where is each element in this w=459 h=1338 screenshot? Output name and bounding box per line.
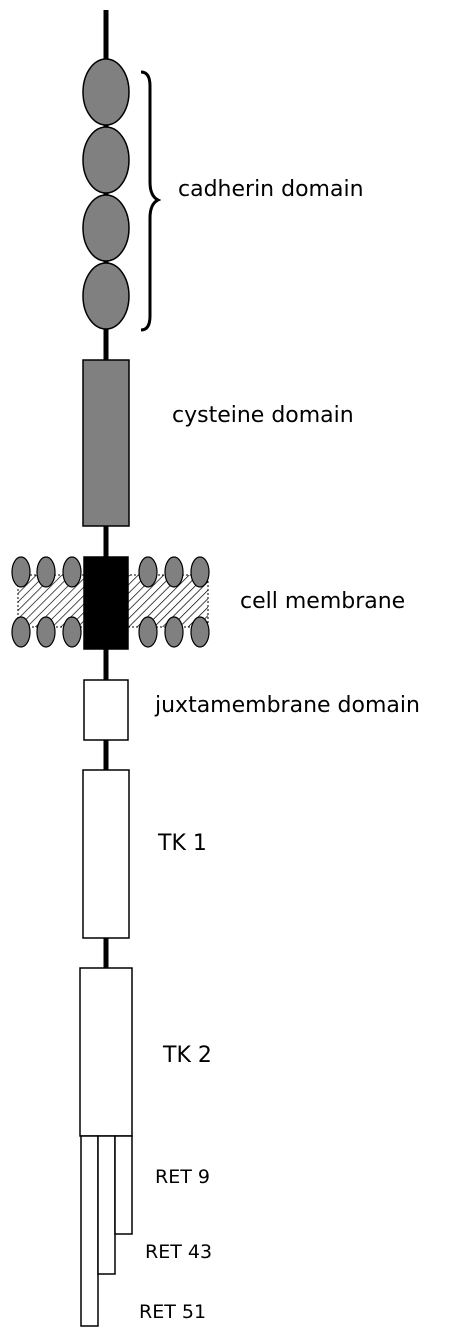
lipid-head: [36, 556, 56, 588]
transmembrane-domain: [83, 556, 129, 650]
tk2-domain: [79, 967, 133, 1137]
label-cysteine-domain: cysteine domain: [172, 403, 354, 428]
cadherin-repeat-2: [82, 126, 130, 194]
label-tk1: TK 1: [157, 831, 207, 856]
ret9-tail: [114, 1135, 133, 1235]
lipid-head: [36, 616, 56, 648]
lipid-head: [62, 556, 82, 588]
lipid-head: [190, 556, 210, 588]
lipid-head: [62, 616, 82, 648]
cadherin-repeat-1: [82, 58, 130, 126]
cadherin-domain: [82, 58, 130, 330]
ret51-tail: [80, 1135, 99, 1327]
label-cadherin-domain: cadherin domain: [178, 177, 364, 202]
cysteine-domain: [82, 359, 130, 527]
label-cell-membrane: cell membrane: [240, 589, 405, 614]
label-ret9: RET 9: [155, 1166, 210, 1188]
lipid-head: [138, 616, 158, 648]
label-ret51: RET 51: [139, 1301, 206, 1323]
ret43-tail: [97, 1135, 116, 1275]
lipid-head: [138, 556, 158, 588]
lipid-head: [164, 616, 184, 648]
lipid-head: [11, 556, 31, 588]
cadherin-brace: [140, 70, 162, 332]
cadherin-repeat-3: [82, 194, 130, 262]
label-juxtamembrane-domain: juxtamembrane domain: [154, 693, 420, 718]
label-tk2: TK 2: [162, 1043, 212, 1068]
label-ret43: RET 43: [145, 1241, 212, 1263]
juxtamembrane-domain: [83, 679, 129, 741]
lipid-head: [164, 556, 184, 588]
cadherin-repeat-4: [82, 262, 130, 330]
lipid-head: [190, 616, 210, 648]
lipid-head: [11, 616, 31, 648]
tk1-domain: [82, 769, 130, 939]
